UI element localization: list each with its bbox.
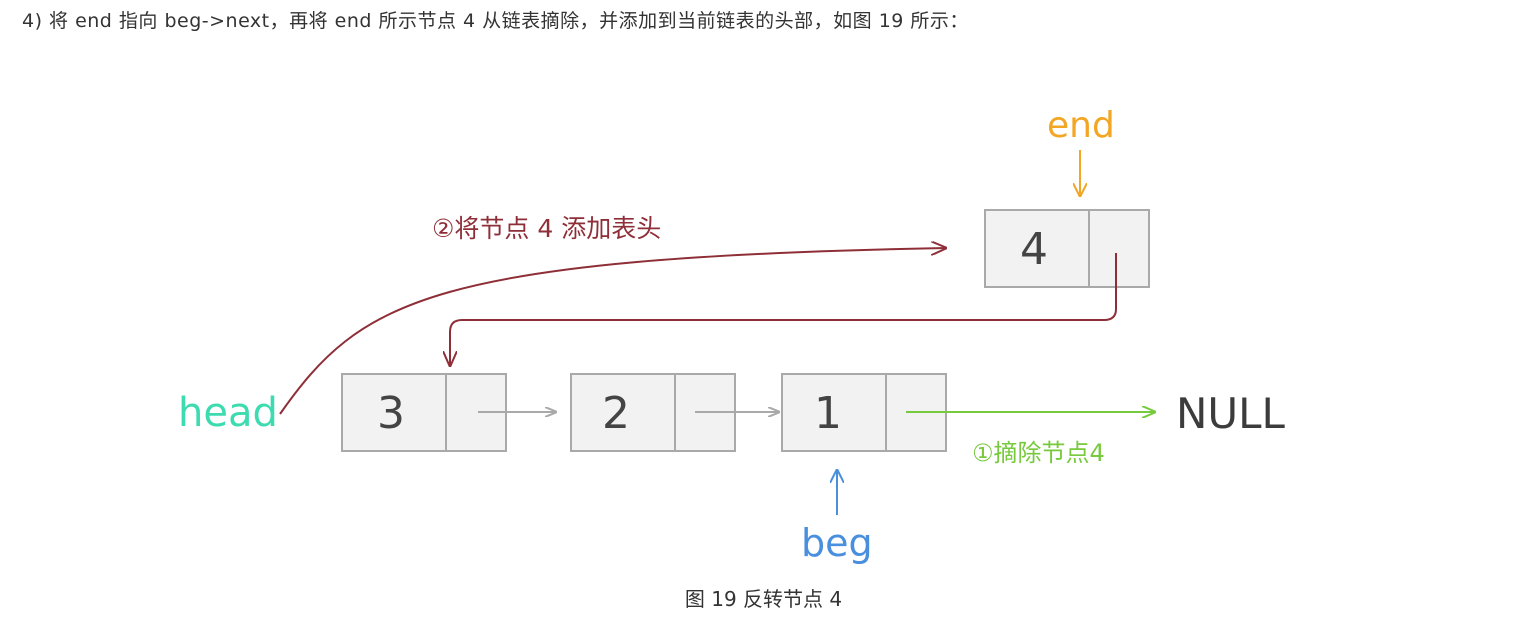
node-1-value: 1 <box>814 388 842 439</box>
head-label: head <box>178 390 278 436</box>
beg-label: beg <box>801 521 873 565</box>
intro-text: 4) 将 end 指向 beg->next，再将 end 所示节点 4 从链表摘… <box>22 10 969 32</box>
node-4-next-cell <box>1088 209 1150 288</box>
figure-caption: 图 19 反转节点 4 <box>684 587 843 611</box>
list-node-1: 1 <box>781 373 947 452</box>
end-label: end <box>1047 105 1115 146</box>
step1-label: ①摘除节点4 <box>972 439 1105 467</box>
arrow-head-to-node4 <box>279 248 946 415</box>
arrow-node4-to-node3 <box>450 253 1117 366</box>
node-3-value: 3 <box>377 388 405 439</box>
node-1-data-cell <box>781 373 887 452</box>
node-2-data-cell <box>570 373 676 452</box>
node-4-data-cell <box>984 209 1090 288</box>
step2-label: ②将节点 4 添加表头 <box>432 214 661 243</box>
node-4-value: 4 <box>1020 224 1048 275</box>
list-node-4: 4 <box>984 209 1150 288</box>
null-label: NULL <box>1176 389 1286 438</box>
node-2-value: 2 <box>602 388 630 439</box>
